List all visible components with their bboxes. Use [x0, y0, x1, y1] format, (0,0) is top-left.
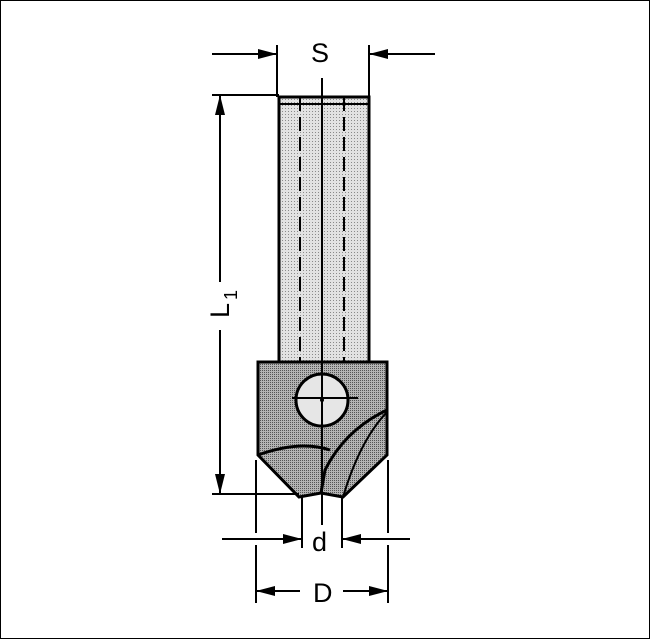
dimension-l1: L 1	[205, 94, 299, 495]
dimension-d-large: D	[255, 460, 389, 608]
shank	[277, 95, 371, 367]
label-l-subscript: 1	[221, 290, 241, 300]
label-d-large: D	[313, 578, 333, 608]
dimension-s: S	[212, 38, 435, 97]
label-d-small: d	[312, 527, 327, 557]
dimension-d-small: d	[222, 497, 410, 557]
label-s: S	[311, 38, 329, 68]
label-l: L	[205, 303, 235, 318]
